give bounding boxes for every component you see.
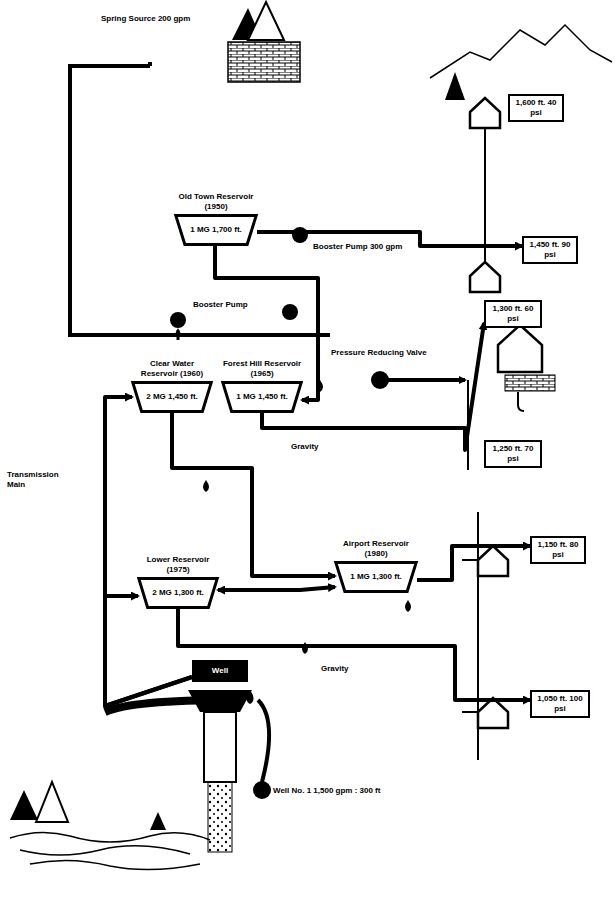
tank-label: 1 MG 1,300 ft. xyxy=(350,572,402,582)
reservoir-tank: Clear Water Reservoir (1960) 2 MG 1,450 f… xyxy=(132,359,212,412)
note-label: Pressure Reducing Valve xyxy=(330,348,428,358)
elevation-text: 1,450 ft. 90 psi xyxy=(527,240,573,260)
tank-body: 1 MG 1,450 ft. xyxy=(222,382,302,412)
tank-body: 2 MG 1,300 ft. xyxy=(138,578,218,608)
tank-heading: Old Town Reservoir (1950) xyxy=(175,192,257,212)
tank-heading: Clear Water Reservoir (1960) xyxy=(132,359,212,379)
reservoir-tank: Lower Reservoir (1975) 2 MG 1,300 ft. xyxy=(138,555,218,608)
elevation-box: 1,150 ft. 80 psi xyxy=(530,536,586,564)
tank-label: 2 MG 1,300 ft. xyxy=(152,588,204,598)
well-label: Well xyxy=(197,666,243,676)
tank-label: 1 MG 1,700 ft. xyxy=(190,225,242,235)
note-label: Well No. 1 1,500 gpm : 300 ft xyxy=(272,786,381,796)
pipe-connector xyxy=(215,245,318,400)
tank-heading: Airport Reservoir (1980) xyxy=(335,539,417,559)
well-head: Well xyxy=(192,660,248,682)
elevation-text: 1,050 ft. 100 psi xyxy=(535,694,585,714)
pipe-connector xyxy=(218,587,335,590)
elevation-text: 1,600 ft. 40 psi xyxy=(513,98,559,118)
tank-heading: Lower Reservoir (1975) xyxy=(138,555,218,575)
elevation-box: 1,600 ft. 40 psi xyxy=(508,94,564,122)
note-label: Booster Pump xyxy=(192,300,249,310)
elevation-text: 1,300 ft. 60 psi xyxy=(489,304,537,324)
elevation-box: 1,300 ft. 60 psi xyxy=(484,300,542,328)
tank-body: 1 MG 1,300 ft. xyxy=(335,562,417,592)
tank-label: 1 MG 1,450 ft. xyxy=(236,392,288,402)
note-label: Transmission Main xyxy=(6,470,70,490)
note-label: Booster Pump 300 gpm xyxy=(312,242,403,252)
tank-body: 2 MG 1,450 ft. xyxy=(132,382,212,412)
tank-body: 1 MG 1,700 ft. xyxy=(175,215,257,245)
tank-label: 2 MG 1,450 ft. xyxy=(146,392,198,402)
reservoir-tank: Old Town Reservoir (1950) 1 MG 1,700 ft. xyxy=(175,192,257,245)
elevation-box: 1,250 ft. 70 psi xyxy=(484,440,542,468)
elevation-box: 1,450 ft. 90 psi xyxy=(522,236,578,264)
pipe-connector xyxy=(172,412,335,576)
reservoir-tank: Airport Reservoir (1980) 1 MG 1,300 ft. xyxy=(335,539,417,592)
note-label: Gravity xyxy=(320,664,350,674)
note-label: Gravity xyxy=(290,442,320,452)
pipe-connector xyxy=(417,546,530,580)
pipe-connector xyxy=(178,608,530,700)
reservoir-tank: Forest Hill Reservoir (1965) 1 MG 1,450 f… xyxy=(222,359,302,412)
pipe-connector xyxy=(105,397,192,706)
note-label: Spring Source 200 gpm xyxy=(100,14,191,24)
elevation-text: 1,150 ft. 80 psi xyxy=(535,540,581,560)
tank-heading: Forest Hill Reservoir (1965) xyxy=(222,359,302,379)
elevation-box: 1,050 ft. 100 psi xyxy=(530,690,590,718)
elevation-text: 1,250 ft. 70 psi xyxy=(489,444,537,464)
